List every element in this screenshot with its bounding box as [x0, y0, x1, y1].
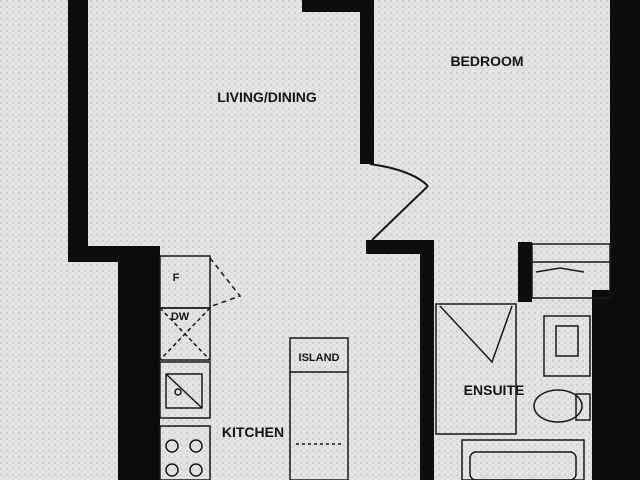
wall-partition-upper — [360, 0, 374, 164]
fridge-door-swing — [209, 257, 242, 307]
burner-icon — [189, 463, 203, 477]
room-labels: LIVING/DINING BEDROOM KITCHEN ENSUITE IS… — [171, 53, 525, 440]
ensuite-door-swing[interactable] — [439, 305, 513, 364]
wall-ensuite-west — [420, 240, 434, 480]
kitchen-island — [289, 337, 349, 480]
kitchen-counter — [159, 255, 242, 480]
wall-partition-lower — [366, 240, 432, 254]
cooktop — [159, 425, 211, 480]
label-dishwasher: DW — [171, 311, 190, 323]
burner-icon — [165, 463, 179, 477]
wall-closet-west — [518, 242, 532, 302]
sink-cabinet — [159, 361, 211, 419]
wall-living-west — [68, 0, 88, 262]
wall-top-stub — [302, 0, 370, 12]
label-living-dining: LIVING/DINING — [217, 89, 317, 105]
burner-icon — [189, 439, 203, 453]
toilet-icon — [533, 389, 583, 423]
wall-bedroom-east — [610, 0, 640, 300]
label-bedroom: BEDROOM — [450, 53, 523, 69]
bedroom-closet — [531, 243, 611, 299]
bathtub — [461, 439, 585, 480]
sink-icon — [165, 373, 203, 409]
dishwasher — [159, 307, 211, 361]
vanity — [543, 315, 591, 377]
ensuite-fixtures — [435, 303, 591, 480]
ensuite-linen — [435, 303, 517, 435]
label-kitchen: KITCHEN — [222, 424, 284, 440]
label-fridge: F — [173, 272, 180, 284]
bedroom-door[interactable] — [369, 163, 429, 241]
label-ensuite: ENSUITE — [464, 382, 525, 398]
walls — [68, 0, 640, 480]
wall-ensuite-east — [592, 290, 640, 480]
burner-icon — [165, 439, 179, 453]
label-island: ISLAND — [299, 352, 340, 364]
wall-kitchen-west — [118, 246, 160, 480]
